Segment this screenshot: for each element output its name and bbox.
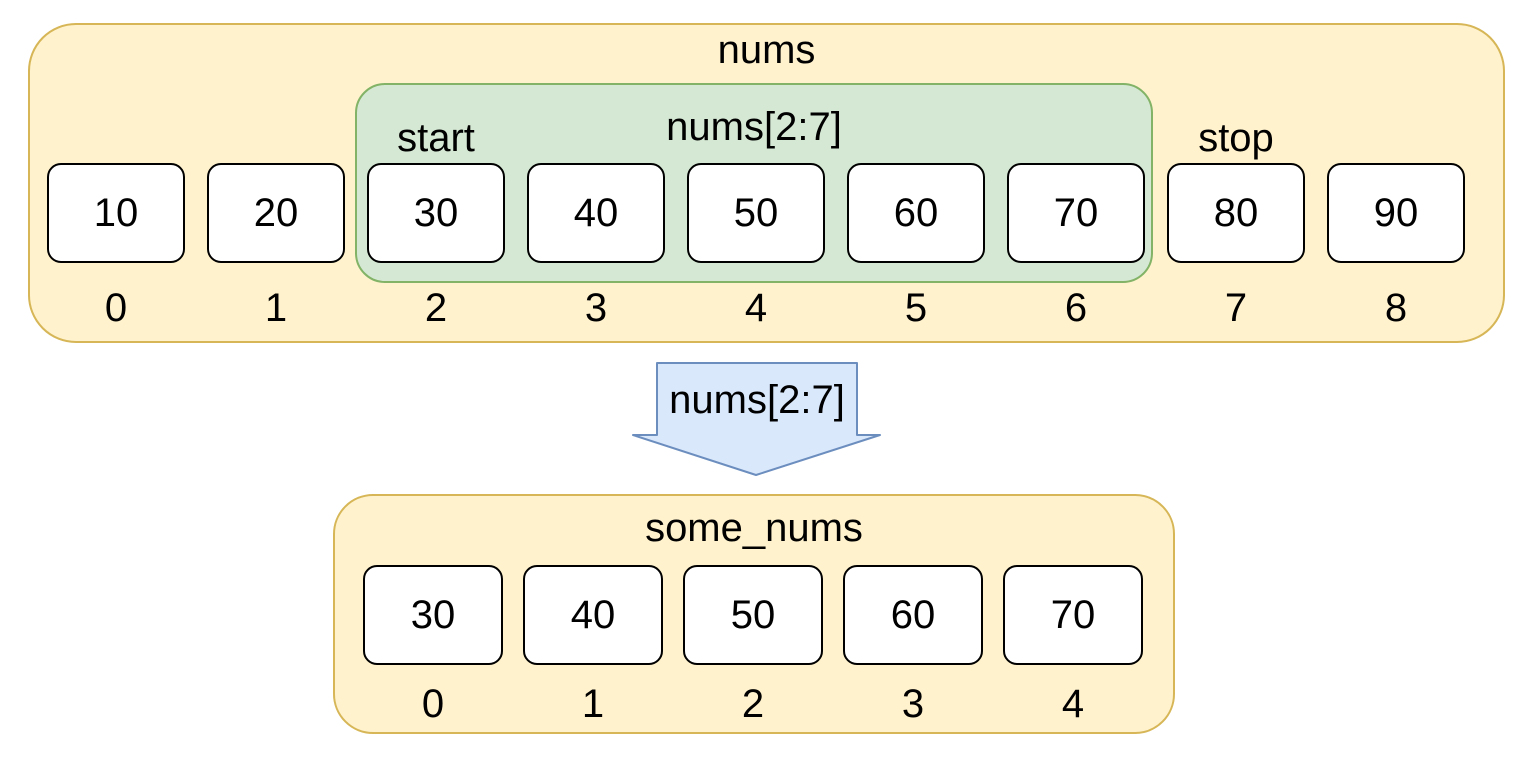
some-nums-title: some_nums xyxy=(645,506,863,550)
nums-cell-5: 60 xyxy=(847,163,985,263)
some-nums-cell-1: 40 xyxy=(523,565,663,665)
nums-index-4: 4 xyxy=(744,286,768,330)
some-nums-index-1: 1 xyxy=(581,682,605,726)
nums-cell-2: 30 xyxy=(367,163,505,263)
down-arrow-icon xyxy=(632,362,881,476)
nums-cell-7: 80 xyxy=(1167,163,1305,263)
some-nums-cell-2: 50 xyxy=(683,565,823,665)
nums-cell-0: 10 xyxy=(47,163,185,263)
slice-title: nums[2:7] xyxy=(666,105,842,149)
nums-cell-6: 70 xyxy=(1007,163,1145,263)
nums-index-2: 2 xyxy=(424,286,448,330)
nums-index-6: 6 xyxy=(1064,286,1088,330)
nums-index-1: 1 xyxy=(264,286,288,330)
nums-index-7: 7 xyxy=(1224,286,1248,330)
some-nums-index-3: 3 xyxy=(901,682,925,726)
down-arrow-shape xyxy=(632,362,881,476)
some-nums-cell-0: 30 xyxy=(363,565,503,665)
arrow-label: nums[2:7] xyxy=(669,378,845,422)
some-nums-index-0: 0 xyxy=(421,682,445,726)
nums-index-5: 5 xyxy=(904,286,928,330)
some-nums-index-2: 2 xyxy=(741,682,765,726)
slice-stop-label: stop xyxy=(1198,116,1274,160)
some-nums-index-4: 4 xyxy=(1061,682,1085,726)
nums-index-3: 3 xyxy=(584,286,608,330)
nums-index-0: 0 xyxy=(104,286,128,330)
nums-cell-4: 50 xyxy=(687,163,825,263)
nums-title: nums xyxy=(717,28,816,72)
some-nums-cell-3: 60 xyxy=(843,565,983,665)
nums-cell-8: 90 xyxy=(1327,163,1465,263)
nums-index-8: 8 xyxy=(1384,286,1408,330)
slice-start-label: start xyxy=(397,116,475,160)
some-nums-cell-4: 70 xyxy=(1003,565,1143,665)
nums-cell-1: 20 xyxy=(207,163,345,263)
nums-cell-3: 40 xyxy=(527,163,665,263)
